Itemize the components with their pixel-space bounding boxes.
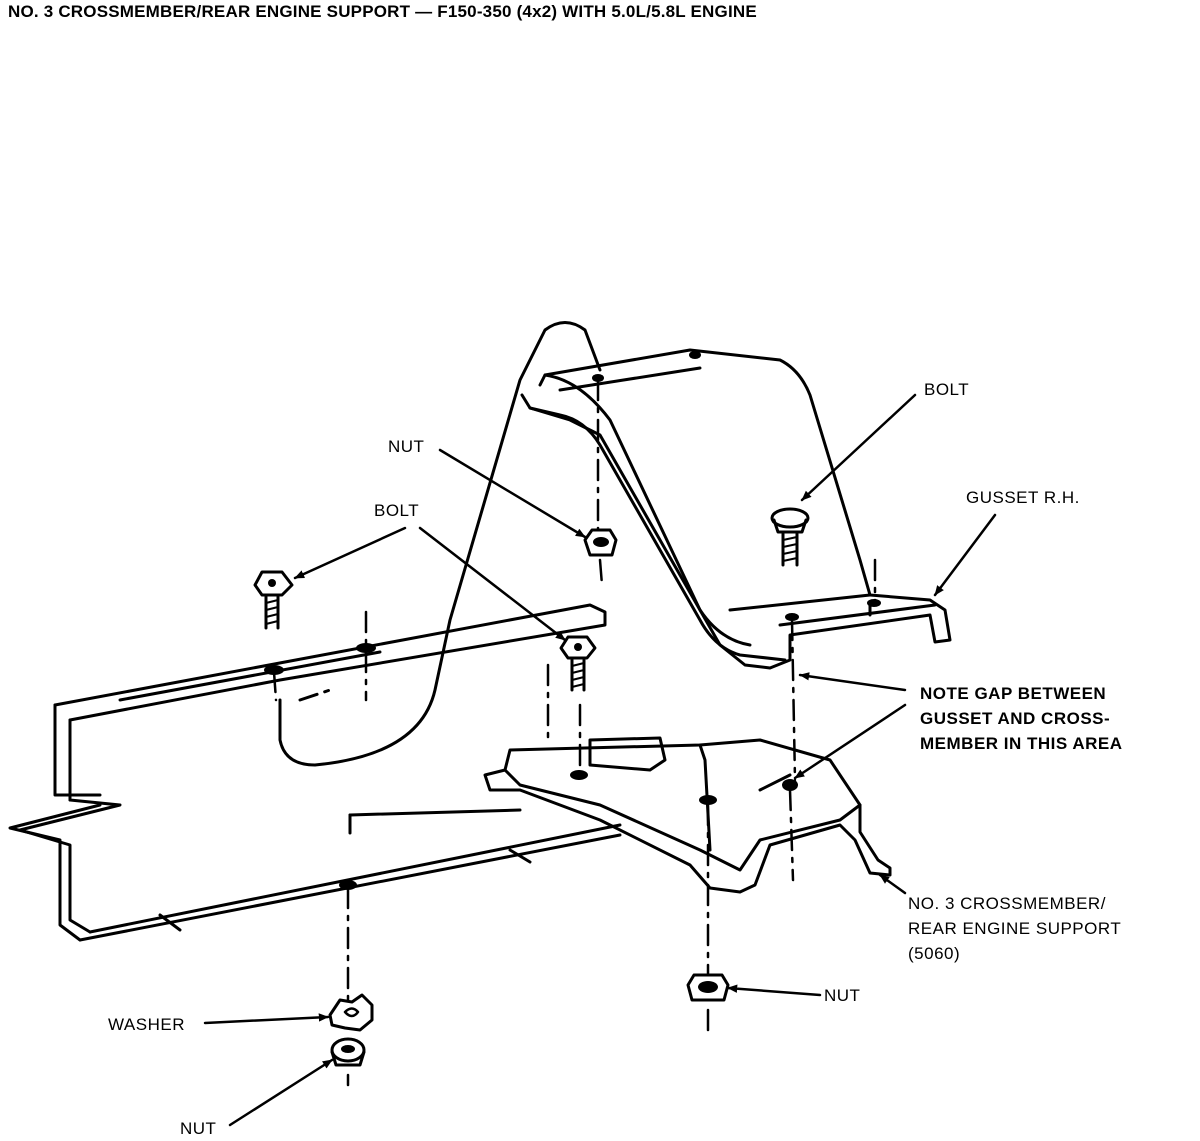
bolt-left-label: BOLT [374, 501, 420, 520]
bolt-left-icon [253, 570, 294, 630]
note-label-line-1: NOTE GAP BETWEEN [920, 684, 1107, 703]
note-label-line-3: MEMBER IN THIS AREA [920, 734, 1123, 753]
page-title: NO. 3 CROSSMEMBER/REAR ENGINE SUPPORT — … [8, 2, 757, 21]
crossmember-label-line-2: REAR ENGINE SUPPORT [908, 919, 1122, 938]
washer-icon [328, 993, 374, 1032]
bolt-right-label: BOLT [924, 380, 970, 399]
support-loop [278, 321, 602, 767]
washer-label: WASHER [108, 1015, 185, 1034]
crossmember-label-line-3: (5060) [908, 944, 961, 963]
note-label-line-2: GUSSET AND CROSS- [920, 709, 1111, 728]
gusset-label: GUSSET R.H. [966, 488, 1080, 507]
leader-arrows [203, 393, 997, 1127]
nut-bottom-right-icon [686, 973, 730, 1002]
nut-top-label: NUT [388, 437, 425, 456]
nut-bottom-left-icon [330, 1037, 366, 1067]
gusset-rh [520, 348, 952, 670]
crossmember-label-line-1: NO. 3 CROSSMEMBER/ [908, 894, 1106, 913]
frame-rail [8, 603, 622, 942]
bolt-right-icon [770, 507, 810, 567]
nut-bottom-right-label: NUT [824, 986, 861, 1005]
crossmember [348, 736, 892, 894]
alignment-centerlines [272, 378, 877, 1087]
nut-bottom-left-label: NUT [180, 1119, 217, 1138]
mounting-holes [264, 351, 881, 890]
bolt-center-icon [559, 635, 597, 692]
nut-top-icon [583, 528, 618, 557]
